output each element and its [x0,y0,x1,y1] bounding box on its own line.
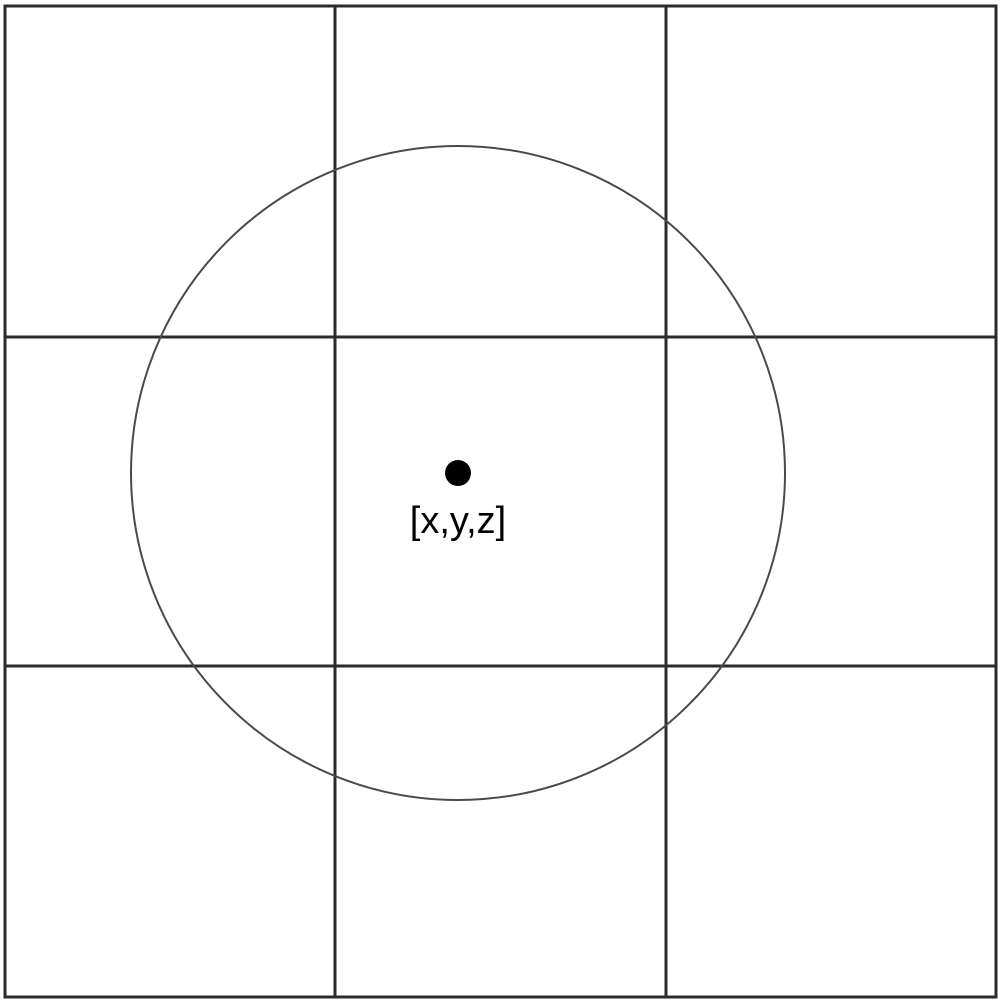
center-point [445,460,471,486]
grid-outer-border [3,4,998,999]
neighborhood-circle [130,145,786,801]
point-label: [x,y,z] [410,500,506,542]
